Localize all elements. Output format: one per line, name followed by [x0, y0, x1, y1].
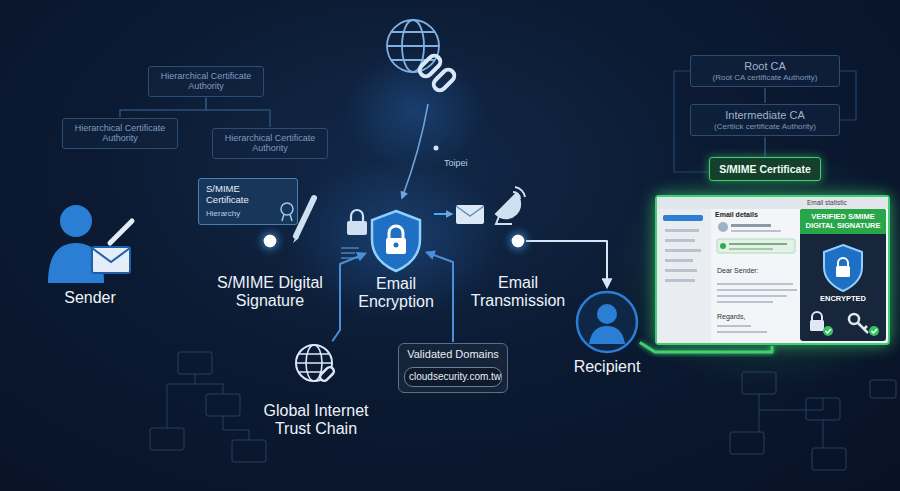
root-ca-box: Root CA(Root CA certificate Authority) — [690, 55, 840, 87]
node-text: S/MIME Certificate — [716, 163, 814, 175]
envelope-icon — [434, 205, 484, 224]
ca-box: Hierarchical Certificate Authority — [212, 128, 328, 159]
sender-icon — [40, 195, 140, 287]
encryption-shield: Email Encryption — [368, 209, 424, 273]
connector-arrow — [278, 240, 365, 243]
flow-dot — [263, 234, 277, 248]
node-text: Hierarchical Certificate Authority — [219, 133, 321, 154]
node-text: cloudsecurity.com.tw — [409, 371, 497, 383]
connector-arrow — [206, 98, 270, 127]
faint-certificates — [150, 352, 896, 470]
node-text: S/MIME Certificate — [206, 184, 279, 206]
recipient-icon — [575, 290, 639, 354]
ca-box: Hierarchical Certificate Authority — [62, 118, 178, 149]
connector-arrow — [526, 241, 607, 287]
node-text: (Root CA certificate Authority) — [697, 73, 833, 82]
node-text: Recipient — [562, 358, 652, 376]
ca-box: Hierarchical Certificate Authority — [148, 66, 264, 97]
flow-dot — [511, 234, 525, 248]
connector-arrow — [141, 240, 260, 243]
connector-arrow — [425, 240, 508, 243]
node-text: Intermediate CA — [697, 109, 833, 122]
verified-signature-panel: VERIFIED S/MIME DIGITAL SIGNATURE ENCRYPT… — [800, 209, 886, 341]
node-text: Hierarchical Certificate Authority — [69, 123, 171, 144]
domain-pill: cloudsecurity.com.tw — [404, 367, 502, 387]
node-text: VERIFIED S/MIME DIGITAL SIGNATURE — [800, 209, 886, 234]
top-globe — [387, 20, 439, 72]
lock-icon — [341, 210, 367, 258]
node-text: Global Internet Trust Chain — [251, 402, 381, 439]
node-text: Dear Sender: — [717, 267, 797, 275]
city-dot — [434, 146, 439, 151]
route-arrow — [402, 104, 428, 198]
shield-icon — [368, 209, 424, 273]
globe-figure: Global Internet Trust Chain — [293, 342, 339, 388]
place-label: Toipei — [444, 158, 468, 168]
node-text: (Certiick certificate Authority) — [697, 122, 833, 131]
node-text: S/MIME Digital Signature — [209, 274, 331, 311]
top-chain — [417, 53, 456, 92]
node-text: Regards, — [717, 313, 777, 321]
node-text: Validated Domains — [403, 348, 503, 361]
connector-arrow — [764, 137, 766, 156]
node-text: Email Encryption — [350, 275, 442, 312]
node-text: Root CA — [697, 60, 833, 73]
node-text: Sender — [40, 289, 140, 307]
connector-arrow — [120, 98, 206, 117]
recipient-figure: Recipient — [575, 290, 639, 354]
intermediate-ca-box: Intermediate CA(Certiick certificate Aut… — [690, 104, 840, 136]
certificate-card: S/MIME CertificateHierarchy — [198, 178, 298, 225]
flow-dot: S/MIME Digital Signature — [263, 234, 277, 248]
node-text: Hierarchy — [206, 209, 279, 218]
node-text: Email Transmission — [463, 274, 573, 311]
node-text: Email statistic — [807, 199, 877, 206]
node-text: Email details — [715, 211, 795, 219]
node-text: ENCRYPTED — [800, 295, 886, 304]
sender-figure: Sender — [40, 195, 140, 287]
flow-dot: Email Transmission — [511, 234, 525, 248]
glow — [286, 50, 900, 390]
satellite-dish — [496, 187, 525, 224]
certificate-box: S/MIME Certificate — [709, 157, 821, 181]
email-client-window: Email detailsDear Sender: Regards, Email s… — [655, 195, 890, 345]
globe-icon — [293, 342, 339, 388]
connector-arrow — [764, 88, 766, 103]
node-text: Hierarchical Certificate Authority — [155, 71, 257, 92]
domain-box: Validated Domains cloudsecurity.com.tw — [398, 343, 508, 393]
